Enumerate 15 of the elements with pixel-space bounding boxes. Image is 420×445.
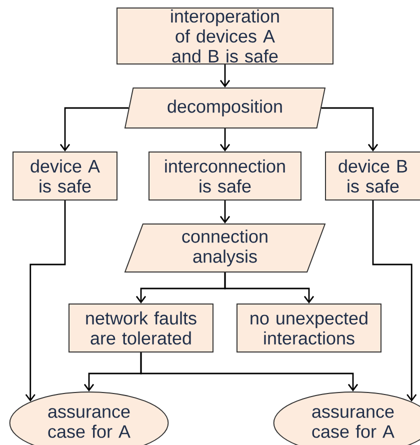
arrow: [224, 272, 314, 304]
claim-box: network faults are tolerated: [68, 304, 214, 352]
claim-box: interoperation of devices A and B is safe: [116, 8, 334, 64]
arrow: [220, 64, 230, 88]
arrow: [60, 107, 129, 152]
claim-box: no unexpected interactions: [236, 304, 382, 352]
claim-box: device A is safe: [12, 152, 118, 200]
claim-box: device B is safe: [325, 152, 420, 200]
arrow: [140, 352, 358, 392]
arrow: [372, 200, 417, 402]
arrow: [220, 128, 230, 152]
arrow: [321, 107, 378, 152]
arrow: [220, 200, 230, 224]
claim-box: interconnection is safe: [148, 152, 302, 200]
arrow: [25, 200, 66, 402]
